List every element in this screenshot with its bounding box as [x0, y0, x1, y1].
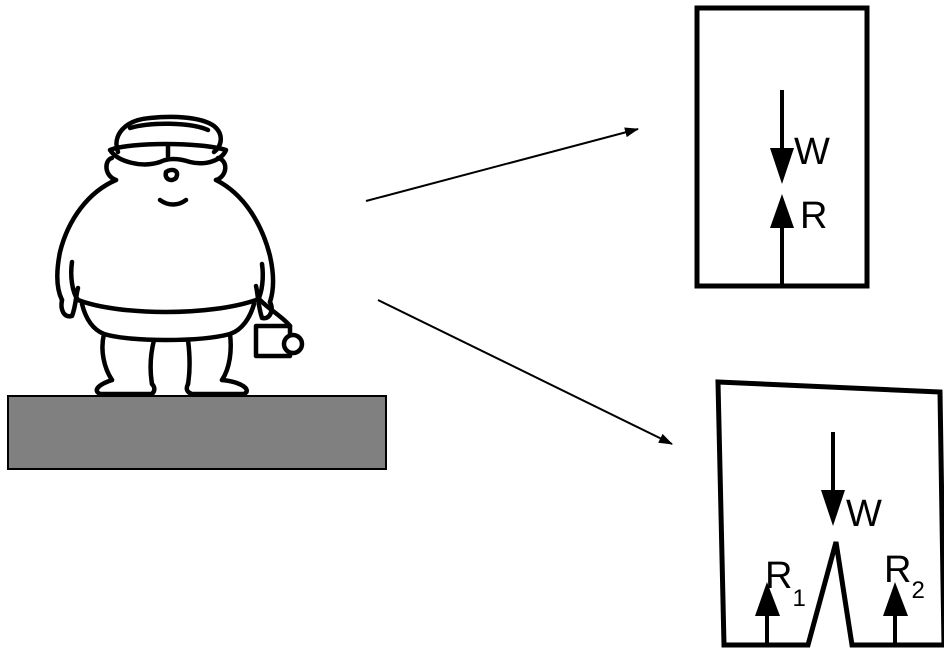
weight-label: W [846, 493, 882, 535]
split-legs-outline [715, 379, 944, 648]
weight-arrow [821, 490, 845, 526]
camera-icon [253, 323, 305, 359]
split-legs-panel: W R1 R2 [715, 379, 944, 648]
arrow-to-single-panel [365, 127, 639, 202]
single-block-panel: W R [694, 5, 870, 289]
reaction-label: R [800, 195, 827, 237]
arrow-to-split-panel [377, 299, 673, 445]
reaction-1-label: R1 [765, 555, 806, 612]
weight-arrow [770, 148, 794, 184]
platform [7, 395, 387, 470]
reaction-arrow [770, 194, 794, 228]
reaction-2-label: R2 [884, 549, 925, 604]
reaction-1-arrow [755, 582, 780, 616]
weight-label: W [794, 131, 830, 173]
reaction-2-arrow [883, 582, 908, 616]
